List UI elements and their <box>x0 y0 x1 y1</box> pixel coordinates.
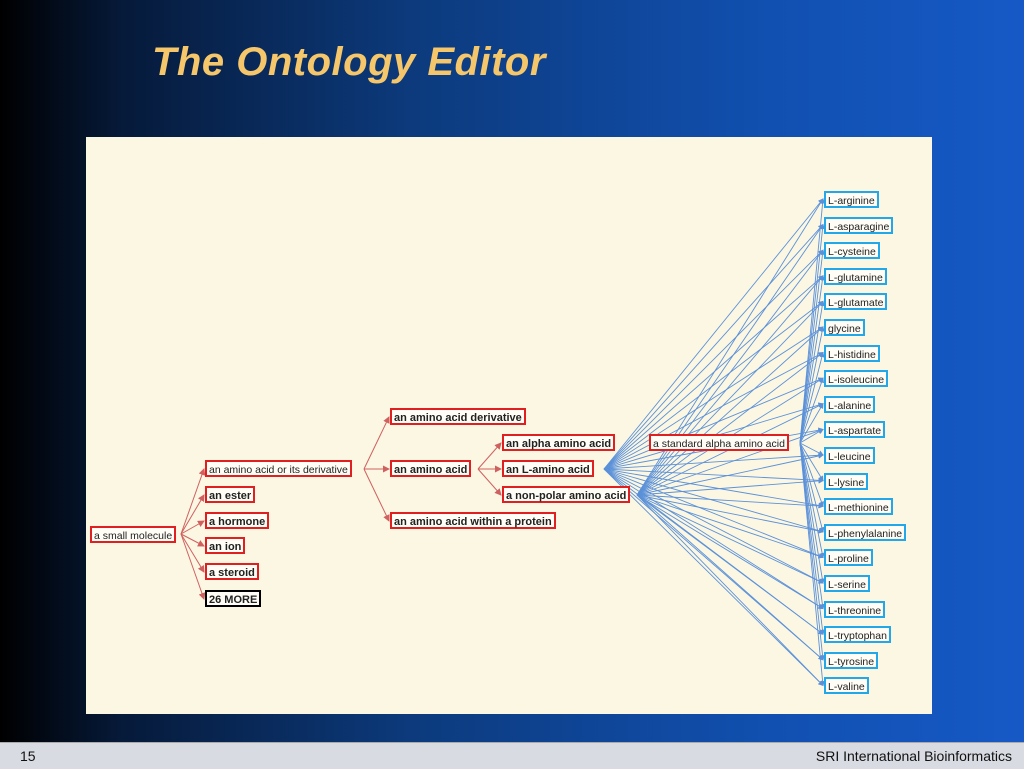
edge-to-leaf-7-0 <box>603 377 824 470</box>
edge-to-leaf-19-0 <box>603 468 824 687</box>
leaf-node-l-glutamate[interactable]: L-glutamate <box>824 293 888 311</box>
edge-to-leaf-12-1 <box>636 494 824 509</box>
edge-to-leaf-7-2 <box>799 377 825 444</box>
graph-edges <box>180 198 826 687</box>
leaf-node-l-lysine[interactable]: L-lysine <box>824 472 869 490</box>
edge-root-to-l1-4 <box>180 533 205 573</box>
edge-to-leaf-3-1 <box>636 275 824 496</box>
node-ester[interactable]: an ester <box>205 486 256 503</box>
more-nodes-button[interactable]: 26 MORE <box>205 590 262 607</box>
edge-to-leaf-12-0 <box>603 468 824 509</box>
edge-to-leaf-11-2 <box>799 442 824 482</box>
node-steroid[interactable]: a steroid <box>205 563 259 580</box>
leaf-node-l-leucine[interactable]: L-leucine <box>824 447 875 464</box>
node-l-amino-acid[interactable]: an L-amino acid <box>502 460 594 477</box>
edge-l2-to-l3-0 <box>477 442 502 470</box>
node-small-molecule[interactable]: a small molecule <box>90 526 177 543</box>
leaf-node-l-histidine[interactable]: L-histidine <box>824 344 880 362</box>
node-amino-acid-within-protein[interactable]: an amino acid within a protein <box>390 512 556 529</box>
node-standard-alpha-amino-acid[interactable]: a standard alpha amino acid <box>649 434 789 451</box>
edge-l1-to-l2-0 <box>363 416 390 470</box>
edge-to-leaf-1-0 <box>603 223 824 470</box>
leaf-node-glycine[interactable]: glycine <box>824 319 865 336</box>
edge-to-leaf-1-2 <box>799 223 826 444</box>
edge-to-leaf-15-0 <box>603 468 824 584</box>
edge-to-leaf-9-1 <box>636 428 824 496</box>
edge-to-leaf-5-0 <box>603 326 824 470</box>
edge-to-leaf-14-2 <box>799 442 825 559</box>
edge-to-leaf-6-1 <box>636 352 824 496</box>
edge-l1-to-l2-2 <box>363 468 390 522</box>
ontology-graph-canvas[interactable]: a small molecule an amino acid or its de… <box>86 137 932 714</box>
leaf-node-l-isoleucine[interactable]: L-isoleucine <box>824 370 889 388</box>
edge-to-leaf-16-0 <box>603 468 824 610</box>
edge-root-to-l1-3 <box>180 533 205 547</box>
edge-to-leaf-6-2 <box>799 351 825 444</box>
edge-to-leaf-10-2 <box>799 442 824 456</box>
edge-to-leaf-11-1 <box>636 478 824 496</box>
leaf-node-l-methionine[interactable]: L-methionine <box>824 498 893 516</box>
edge-to-leaf-10-0 <box>603 452 824 470</box>
edge-to-leaf-3-2 <box>799 274 826 444</box>
leaf-node-l-proline[interactable]: L-proline <box>824 549 873 567</box>
edge-to-leaf-13-0 <box>603 468 824 534</box>
edge-to-leaf-19-2 <box>799 442 826 687</box>
edge-to-leaf-3-0 <box>603 275 824 470</box>
slide-title: The Ontology Editor <box>152 40 546 84</box>
leaf-node-l-valine[interactable]: L-valine <box>824 677 869 695</box>
edge-to-leaf-17-2 <box>799 442 826 636</box>
edge-to-leaf-4-1 <box>636 300 824 496</box>
footer-organization: SRI International Bioinformatics <box>815 748 1012 764</box>
leaf-node-l-phenylalanine[interactable]: L-phenylalanine <box>824 523 907 541</box>
leaf-node-l-tryptophan[interactable]: L-tryptophan <box>824 626 891 644</box>
edge-to-leaf-2-2 <box>799 249 826 444</box>
edge-to-leaf-9-2 <box>799 428 824 444</box>
node-amino-acid-or-derivative[interactable]: an amino acid or its derivative <box>205 460 352 477</box>
leaf-node-l-aspartate[interactable]: L-aspartate <box>824 421 886 439</box>
edge-to-leaf-16-1 <box>636 494 824 610</box>
leaf-node-l-cysteine[interactable]: L-cysteine <box>824 242 880 260</box>
leaf-node-l-alanine[interactable]: L-alanine <box>824 395 876 413</box>
edge-to-leaf-19-1 <box>636 494 824 687</box>
edge-to-leaf-13-1 <box>636 494 824 534</box>
edge-to-leaf-4-2 <box>799 300 825 444</box>
node-amino-acid-derivative[interactable]: an amino acid derivative <box>390 408 526 425</box>
edge-to-leaf-17-1 <box>636 494 824 635</box>
page-number: 15 <box>20 748 36 764</box>
leaf-node-l-asparagine[interactable]: L-asparagine <box>824 216 894 234</box>
node-non-polar-amino-acid[interactable]: a non-polar amino acid <box>502 486 631 503</box>
slide-footer: 15 SRI International Bioinformatics <box>0 742 1024 769</box>
leaf-node-l-arginine[interactable]: L-arginine <box>824 191 879 208</box>
edge-to-leaf-6-0 <box>603 352 824 470</box>
edge-root-to-l1-5 <box>180 533 206 600</box>
edge-to-leaf-16-2 <box>799 442 826 610</box>
edge-to-leaf-15-2 <box>799 442 825 584</box>
edge-to-leaf-4-0 <box>603 300 824 470</box>
node-alpha-amino-acid[interactable]: an alpha amino acid <box>502 434 616 451</box>
edge-to-leaf-0-0 <box>603 198 824 470</box>
node-ion[interactable]: an ion <box>205 537 246 554</box>
leaf-node-l-glutamine[interactable]: L-glutamine <box>824 267 887 285</box>
leaf-node-l-tyrosine[interactable]: L-tyrosine <box>824 651 879 669</box>
node-hormone[interactable]: a hormone <box>205 512 270 529</box>
edge-root-to-l1-0 <box>180 468 206 535</box>
edge-root-to-l1-2 <box>180 520 205 535</box>
edge-l2-to-l3-2 <box>477 468 502 496</box>
edge-to-leaf-14-1 <box>636 494 824 559</box>
edge-to-leaf-5-1 <box>636 326 824 496</box>
leaf-node-l-threonine[interactable]: L-threonine <box>824 600 886 618</box>
node-amino-acid[interactable]: an amino acid <box>390 460 472 477</box>
edge-to-leaf-11-0 <box>603 468 824 484</box>
edge-to-leaf-18-1 <box>636 494 824 661</box>
edge-to-leaf-10-1 <box>636 453 824 496</box>
edge-to-leaf-14-0 <box>603 468 824 559</box>
edge-to-leaf-12-2 <box>799 442 824 508</box>
edge-to-leaf-13-2 <box>799 442 825 533</box>
leaf-node-l-serine[interactable]: L-serine <box>824 575 870 592</box>
edge-to-leaf-1-1 <box>636 223 824 496</box>
edge-to-leaf-2-0 <box>603 249 824 470</box>
edge-root-to-l1-1 <box>180 494 205 535</box>
